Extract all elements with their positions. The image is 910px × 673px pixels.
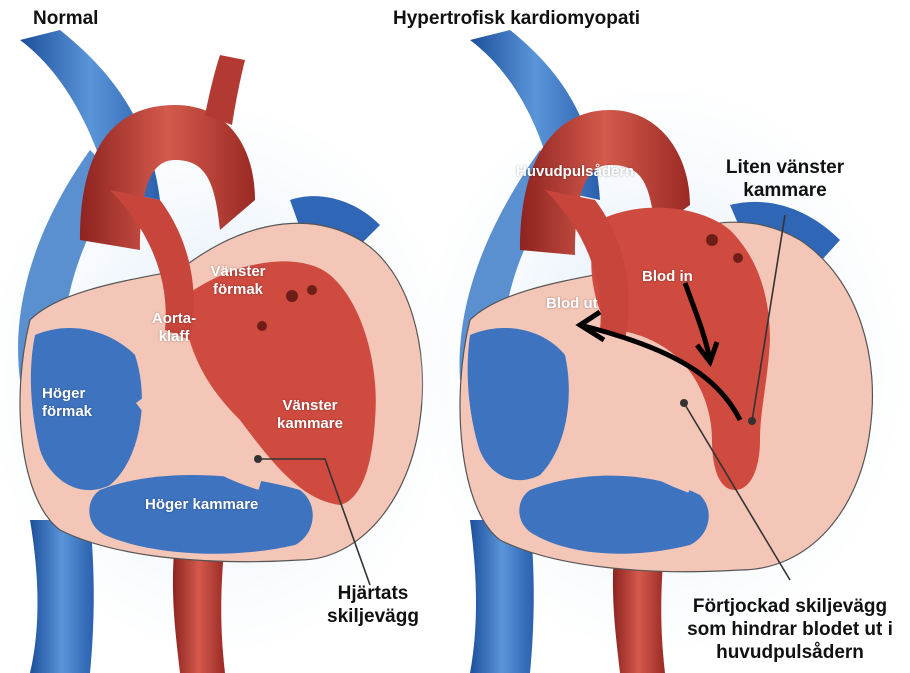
hcm-title: Hypertrofisk kardiomyopati — [393, 8, 640, 31]
label-blood-in: Blod in — [642, 268, 693, 286]
label-right-atrium-line1: Höger — [42, 385, 92, 403]
label-left-atrium-line2: förmak — [200, 281, 276, 299]
label-small-left-ventricle: Liten vänster kammare — [710, 157, 860, 203]
label-left-ventricle: Vänster kammare — [265, 397, 355, 433]
label-left-atrium-line1: Vänster — [200, 263, 276, 281]
normal-heart — [0, 30, 450, 673]
label-septum: Hjärtats skiljevägg — [318, 583, 428, 629]
label-aortic-valve-line1: Aorta- — [143, 310, 205, 328]
hcm-heart — [420, 30, 900, 673]
label-small-left-ventricle-line1: Liten vänster — [710, 157, 860, 180]
normal-title: Normal — [33, 8, 98, 31]
label-aortic-valve: Aorta- klaff — [143, 310, 205, 346]
label-septum-line1: Hjärtats — [318, 583, 428, 606]
label-aortic-valve-line2: klaff — [143, 328, 205, 346]
label-thickened-septum-line1: Förtjockad skiljevägg — [675, 596, 905, 619]
vena-cava-lower — [30, 520, 94, 673]
label-right-ventricle: Höger kammare — [145, 496, 258, 514]
label-left-atrium: Vänster förmak — [200, 263, 276, 299]
label-aorta: Huvudpulsådern — [516, 163, 634, 181]
label-thickened-septum-line3: huvudpulsådern — [675, 642, 905, 665]
label-blood-out: Blod ut — [546, 295, 598, 313]
label-thickened-septum-line2: som hindrar blodet ut i — [675, 619, 905, 642]
label-left-ventricle-line1: Vänster — [265, 397, 355, 415]
label-right-atrium-line2: förmak — [42, 403, 92, 421]
label-thickened-septum: Förtjockad skiljevägg som hindrar blodet… — [675, 596, 905, 664]
label-septum-line2: skiljevägg — [318, 606, 428, 629]
label-left-ventricle-line2: kammare — [265, 415, 355, 433]
label-right-atrium: Höger förmak — [42, 385, 92, 421]
label-small-left-ventricle-line2: kammare — [710, 180, 860, 203]
